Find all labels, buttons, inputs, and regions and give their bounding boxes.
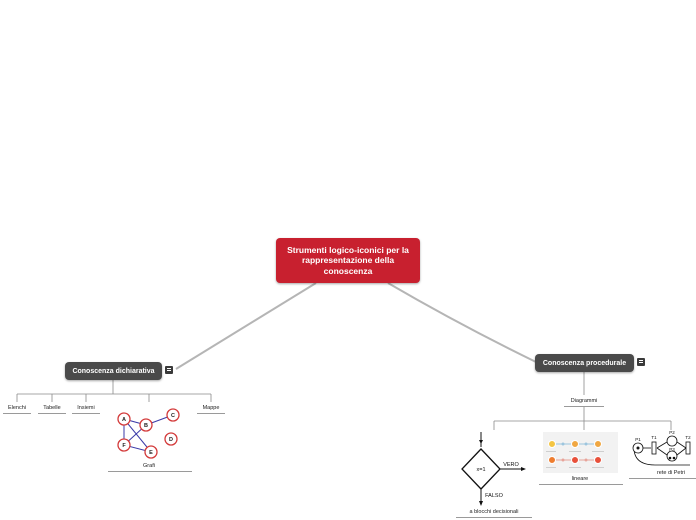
graph-node-c bbox=[166, 408, 180, 422]
flowchart-true-label: VERO bbox=[503, 462, 519, 468]
leaf-grafi[interactable]: Grafi bbox=[143, 463, 155, 469]
leaf-tabelle[interactable]: Tabelle bbox=[43, 405, 61, 411]
leaf-underline bbox=[456, 517, 532, 518]
leaf-mappe[interactable]: Mappe bbox=[202, 405, 220, 411]
petri-place-p2 bbox=[666, 435, 678, 447]
petri-net-illustration: P1 P2 P3 T1 T2 bbox=[632, 430, 691, 466]
declarative-knowledge-label: Conoscenza dichiarativa bbox=[72, 367, 155, 375]
leaf-diagrammi[interactable]: Diagrammi bbox=[570, 398, 598, 404]
leaf-underline bbox=[72, 413, 100, 414]
graph-node-f-label: F bbox=[122, 443, 126, 449]
graph-illustration: A B C D E F bbox=[117, 408, 180, 459]
connector-root-procedural bbox=[387, 282, 537, 363]
graph-node-a-label: A bbox=[122, 417, 126, 423]
graph-node-d-label: D bbox=[169, 437, 173, 443]
leaf-elenchi[interactable]: Elenchi bbox=[7, 405, 27, 411]
graph-node-c-label: C bbox=[171, 413, 175, 419]
petri-transition-t2 bbox=[685, 441, 691, 455]
petri-p3-label: P3 bbox=[669, 447, 675, 452]
linear-diagram-illustration bbox=[543, 432, 618, 473]
note-icon[interactable] bbox=[165, 366, 173, 374]
leaf-a-blocchi-decisionali[interactable]: a blocchi decisionali bbox=[469, 509, 519, 515]
declarative-knowledge-node[interactable]: Conoscenza dichiarativa bbox=[65, 362, 162, 380]
procedural-knowledge-label: Conoscenza procedurale bbox=[542, 359, 627, 367]
graph-node-d bbox=[164, 432, 178, 446]
procedural-tree bbox=[493, 371, 672, 430]
declarative-tree bbox=[16, 379, 212, 402]
flowchart-condition: x=1 bbox=[476, 467, 485, 473]
graph-node-a bbox=[117, 412, 131, 426]
root-node-label: Strumenti logico-iconici per la rapprese… bbox=[287, 244, 409, 276]
leaf-underline bbox=[197, 413, 225, 414]
leaf-insiemi[interactable]: Insiemi bbox=[77, 405, 95, 411]
leaf-underline bbox=[564, 406, 604, 407]
flowchart-illustration: x=1 VERO FALSO bbox=[461, 432, 526, 506]
petri-transition-t1 bbox=[651, 441, 657, 455]
graph-node-b-label: B bbox=[144, 423, 148, 429]
root-node[interactable]: Strumenti logico-iconici per la rapprese… bbox=[276, 238, 420, 283]
graph-node-e-label: E bbox=[149, 450, 153, 456]
petri-t1-label: T1 bbox=[651, 435, 657, 440]
leaf-underline bbox=[539, 484, 623, 485]
graph-node-f bbox=[117, 438, 131, 452]
petri-p1-label: P1 bbox=[635, 437, 641, 442]
leaf-lineare[interactable]: lineare bbox=[571, 476, 589, 482]
petri-place-p3 bbox=[666, 450, 678, 462]
connector-root-declarative bbox=[175, 282, 317, 370]
petri-p2-label: P2 bbox=[669, 430, 675, 435]
leaf-underline bbox=[3, 413, 31, 414]
leaf-underline bbox=[108, 471, 192, 472]
graph-node-b bbox=[139, 418, 153, 432]
graph-node-e bbox=[144, 445, 158, 459]
note-icon[interactable] bbox=[637, 358, 645, 366]
leaf-underline bbox=[38, 413, 66, 414]
procedural-knowledge-node[interactable]: Conoscenza procedurale bbox=[535, 354, 634, 372]
petri-t2-label: T2 bbox=[685, 435, 691, 440]
leaf-rete-di-petri[interactable]: rete di Petri bbox=[656, 470, 686, 476]
leaf-underline bbox=[629, 478, 696, 479]
flowchart-false-label: FALSO bbox=[485, 493, 503, 499]
